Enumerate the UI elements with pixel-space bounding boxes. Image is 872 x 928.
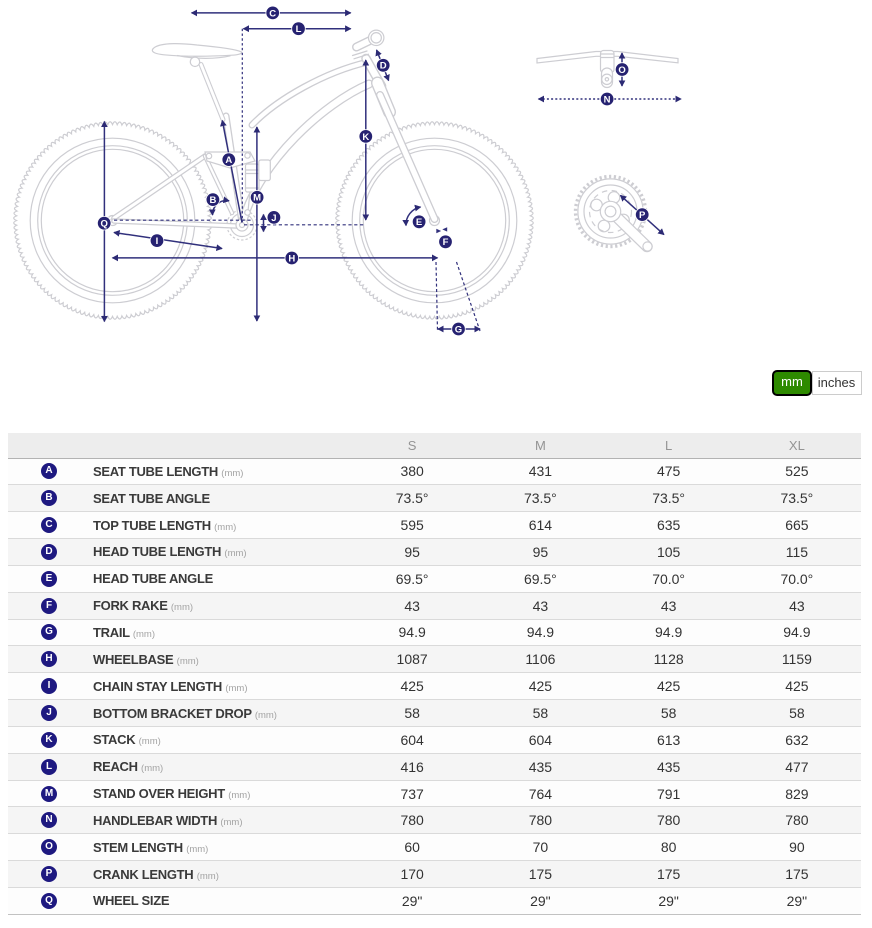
svg-text:A: A: [225, 155, 232, 166]
svg-text:F: F: [443, 237, 449, 248]
svg-text:L: L: [296, 24, 302, 35]
svg-text:K: K: [362, 132, 369, 143]
svg-text:O: O: [618, 65, 625, 76]
svg-text:Q: Q: [101, 219, 108, 230]
svg-text:E: E: [416, 217, 422, 228]
svg-text:C: C: [269, 8, 276, 19]
svg-text:H: H: [288, 253, 295, 264]
svg-text:J: J: [271, 213, 276, 224]
svg-text:P: P: [639, 210, 646, 221]
svg-text:B: B: [209, 195, 216, 206]
svg-text:N: N: [604, 94, 611, 105]
svg-text:G: G: [455, 324, 462, 335]
svg-text:I: I: [156, 236, 159, 247]
svg-text:D: D: [380, 61, 387, 72]
svg-text:M: M: [253, 193, 261, 204]
